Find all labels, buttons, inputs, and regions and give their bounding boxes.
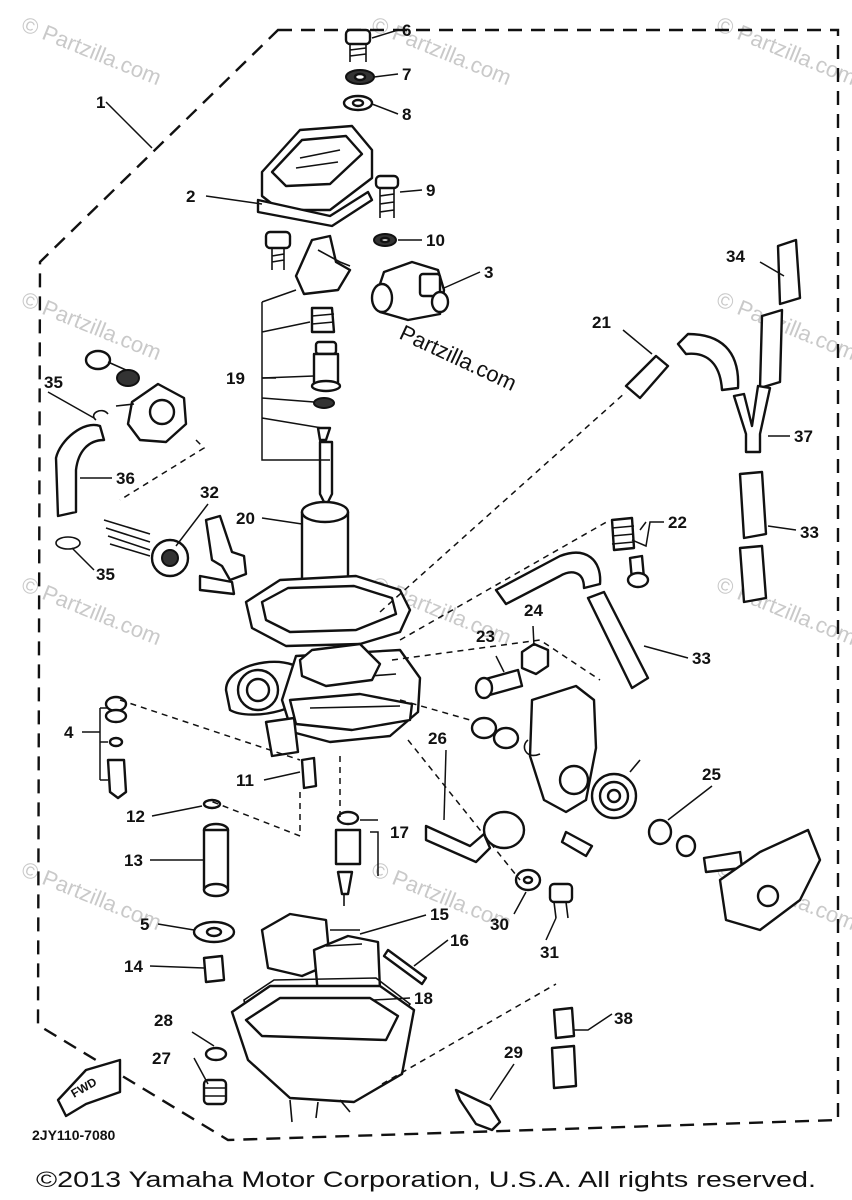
leader-lines — [47, 29, 797, 1101]
callout-23: 23 — [476, 627, 495, 646]
starter-plunger — [84, 349, 188, 444]
callout-30: 30 — [490, 915, 509, 934]
callout-9: 9 — [426, 181, 435, 200]
callout-17: 17 — [390, 823, 409, 842]
screw-6 — [344, 28, 372, 62]
callout-11: 11 — [236, 771, 254, 790]
hose-21 — [624, 354, 670, 400]
callout-22: 22 — [668, 513, 687, 532]
screw-29 — [454, 1088, 502, 1132]
top-cover-2 — [256, 124, 374, 228]
callout-24: 24 — [524, 601, 543, 620]
pilot-jet-14 — [202, 954, 226, 984]
callout-21: 21 — [592, 313, 611, 332]
throttle-pulley — [702, 828, 822, 932]
callout-33-right: 33 — [800, 523, 819, 542]
callout-labels: 1 2 3 4 5 6 7 8 9 10 11 12 13 14 15 16 1… — [44, 21, 819, 1068]
float-pin-16 — [382, 948, 428, 986]
watermark-layer: © Partzilla.com © Partzilla.com © Partzi… — [18, 11, 852, 935]
parts-layer: FWD — [54, 28, 822, 1132]
nut-24 — [520, 642, 550, 676]
callout-13: 13 — [124, 851, 143, 870]
clip-35-upper — [92, 409, 109, 421]
callout-6: 6 — [402, 21, 411, 40]
jet-needle-set-19 — [310, 306, 342, 508]
callout-34: 34 — [726, 247, 745, 266]
callout-35-lower: 35 — [96, 565, 115, 584]
diagram-code: 2JY110-7080 — [32, 1127, 116, 1143]
throttle-stop-screw-22 — [610, 516, 650, 589]
plate-screw — [560, 830, 594, 858]
callout-26: 26 — [428, 729, 447, 748]
watermark-inline: Partzilla.com — [396, 320, 521, 396]
circlip — [470, 716, 498, 740]
needle-valve-17 — [334, 810, 362, 906]
clip-35-lower — [55, 536, 81, 550]
callout-20: 20 — [236, 509, 255, 528]
hose-34 — [776, 238, 802, 306]
callout-36: 36 — [116, 469, 135, 488]
sensor-3 — [370, 260, 450, 322]
watermark: © Partzilla.com — [713, 571, 852, 650]
needle-bracket — [264, 230, 352, 296]
float-chamber — [230, 984, 416, 1123]
callout-37: 37 — [794, 427, 813, 446]
washer-30 — [514, 868, 542, 892]
watermark: © Partzilla.com — [713, 11, 852, 90]
callout-16: 16 — [450, 931, 469, 950]
callout-5: 5 — [140, 915, 149, 934]
callout-32: 32 — [200, 483, 219, 502]
hose-33-right — [738, 470, 768, 540]
hose-38 — [550, 1006, 578, 1090]
callout-28: 28 — [154, 1011, 173, 1030]
hose-elbow — [676, 332, 740, 392]
pilot-screw-4 — [104, 695, 128, 800]
callout-2: 2 — [186, 187, 195, 206]
callout-18: 18 — [414, 989, 433, 1008]
callout-15: 15 — [430, 905, 449, 924]
assembly-boundary — [36, 28, 840, 1142]
main-jet-11 — [300, 756, 318, 790]
callout-3: 3 — [484, 263, 493, 282]
callout-27: 27 — [152, 1049, 171, 1068]
washer-5 — [192, 920, 236, 944]
callout-14: 14 — [124, 957, 143, 976]
spring-25 — [590, 759, 697, 858]
callout-33-center: 33 — [692, 649, 711, 668]
callout-12: 12 — [126, 807, 145, 826]
needle-jet-13 — [202, 822, 230, 898]
watermark: © Partzilla.com — [18, 11, 165, 90]
hose-34-lower — [758, 308, 784, 390]
fwd-arrow: FWD — [56, 1058, 122, 1118]
carburetor-body — [224, 500, 422, 758]
callout-10: 10 — [426, 231, 445, 250]
watermark: © Partzilla.com — [368, 11, 515, 90]
o-ring-12 — [202, 798, 222, 810]
callout-8: 8 — [402, 105, 411, 124]
callout-35-upper: 35 — [44, 373, 63, 392]
callout-31: 31 — [540, 943, 559, 962]
screw-9 — [374, 174, 400, 218]
callout-4: 4 — [64, 723, 74, 742]
callout-38: 38 — [614, 1009, 633, 1028]
washer-shaft — [492, 726, 520, 750]
drain-screw-27 — [202, 1046, 228, 1106]
y-joint-37 — [732, 384, 772, 454]
callout-25: 25 — [702, 765, 721, 784]
screw-26 — [424, 810, 526, 864]
screw-31 — [548, 882, 574, 919]
hose-33-center — [494, 551, 602, 606]
callout-19: 19 — [226, 369, 245, 388]
spring-32 — [103, 519, 190, 578]
hose-36 — [54, 423, 106, 518]
callout-29: 29 — [504, 1043, 523, 1062]
plunger-lever — [204, 514, 248, 582]
callout-7: 7 — [402, 65, 411, 84]
copyright-notice: ©2013 Yamaha Motor Corporation, U.S.A. A… — [36, 1167, 816, 1192]
throttle-lever-plate — [523, 684, 598, 814]
callout-1: 1 — [96, 93, 105, 112]
screw-23 — [474, 668, 524, 700]
